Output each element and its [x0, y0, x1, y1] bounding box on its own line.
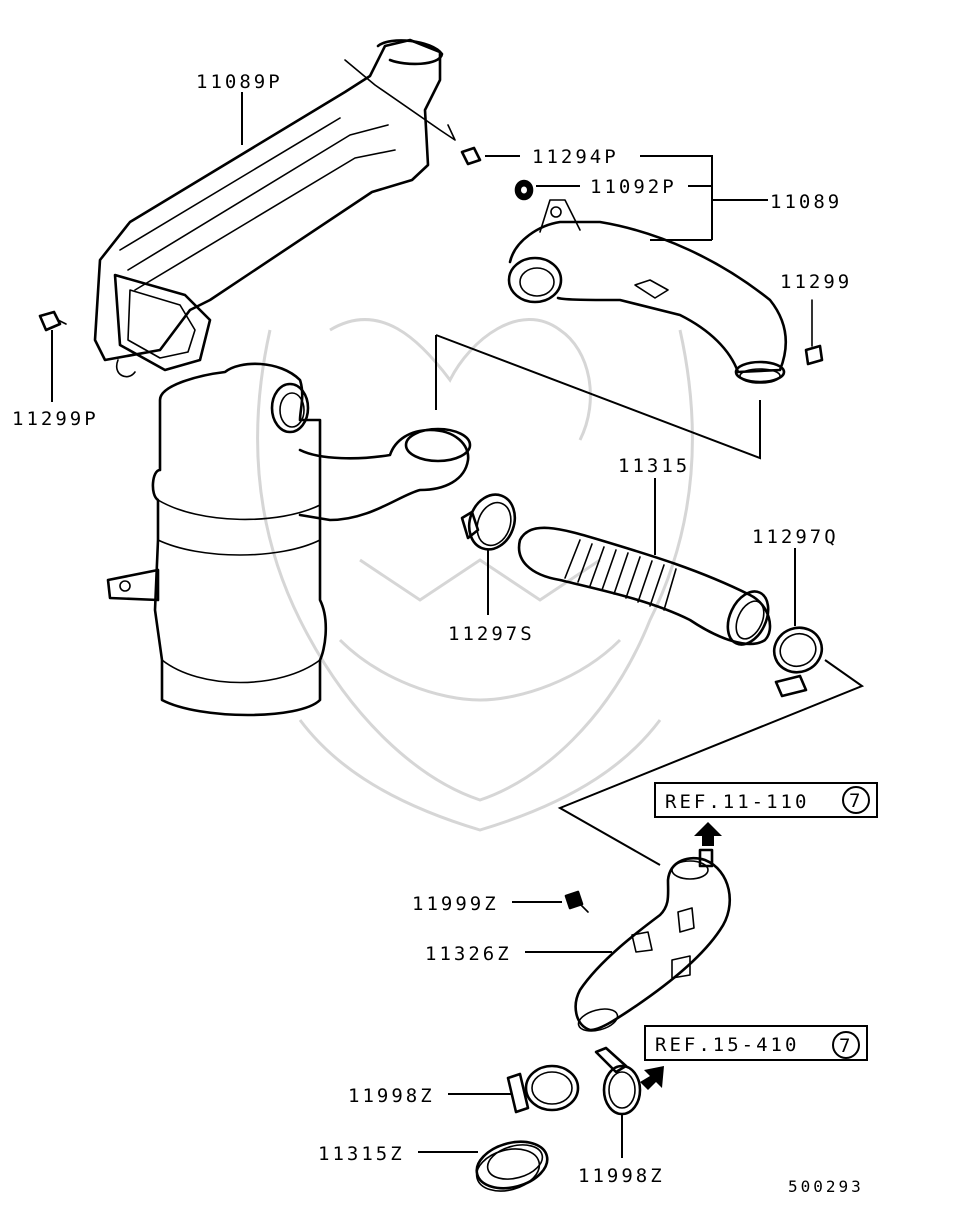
label-11089: 11089	[770, 191, 842, 213]
clamp-11998Z-left	[506, 1064, 580, 1114]
ref-box-15-410[interactable]: REF.15-410 7	[644, 1025, 868, 1061]
bolt-11299	[804, 299, 824, 366]
ref-15-410-text: REF.15-410	[655, 1034, 799, 1056]
clamp-11297S	[460, 493, 517, 551]
label-11998Z-left: 11998Z	[348, 1085, 435, 1107]
label-11999Z: 11999Z	[412, 893, 499, 915]
label-11315: 11315	[618, 455, 690, 477]
bolt-11299P	[38, 310, 67, 332]
elbow-duct-11089	[507, 199, 788, 384]
hose-11315Z	[475, 1140, 549, 1192]
clamp-11998Z-right	[594, 1046, 642, 1116]
bellows-hose-11315	[517, 526, 772, 646]
air-cleaner-body	[106, 362, 472, 717]
clamp-11297Q	[772, 626, 824, 698]
ref-15-410-num: 7	[839, 1035, 850, 1057]
nut-11092P	[514, 179, 534, 201]
label-11299P: 11299P	[12, 408, 99, 430]
label-11089P: 11089P	[196, 71, 283, 93]
label-11299: 11299	[780, 271, 852, 293]
label-11297S: 11297S	[448, 623, 535, 645]
ref-15-410-circle	[832, 1031, 860, 1059]
grommet-11294P	[460, 146, 482, 166]
bolt-11999Z	[564, 890, 589, 913]
label-11998Z-right: 11998Z	[578, 1165, 665, 1187]
label-11092P: 11092P	[590, 176, 677, 198]
diagram-code: 500293	[788, 1177, 864, 1196]
watermark-logo	[256, 318, 694, 832]
bracket-11089	[640, 155, 768, 241]
ref-box-11-110[interactable]: REF.11-110 7	[654, 782, 878, 818]
ref-11-110-num: 7	[849, 790, 860, 812]
arrow-up-icon	[694, 822, 722, 846]
label-11326Z: 11326Z	[425, 943, 512, 965]
arrow-right-icon	[640, 1066, 664, 1090]
label-11315Z: 11315Z	[318, 1143, 405, 1165]
ref-11-110-text: REF.11-110	[665, 791, 809, 813]
air-duct-upper	[93, 38, 456, 378]
bracket-lower	[557, 659, 865, 866]
ref-11-110-circle	[842, 786, 870, 814]
label-11294P: 11294P	[532, 146, 619, 168]
lower-duct-11326Z	[574, 848, 731, 1032]
label-11297Q: 11297Q	[752, 526, 839, 548]
bracket-11315-upper	[435, 334, 761, 460]
